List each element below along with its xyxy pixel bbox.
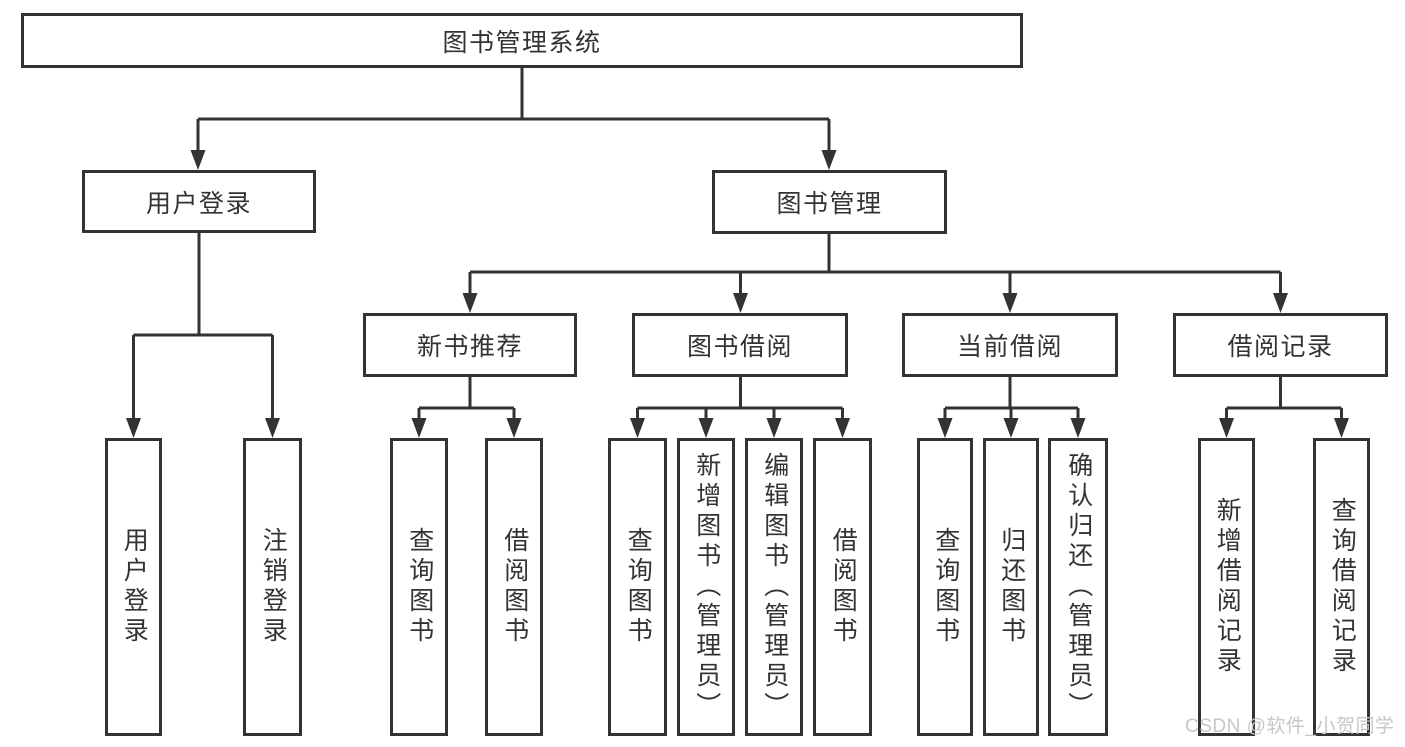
leaf-add-book-admin: 新增图书（管理员）	[677, 438, 735, 736]
node-current-borrow: 当前借阅	[902, 313, 1118, 377]
leaf-borrow-query-book: 查询图书	[608, 438, 667, 736]
node-root: 图书管理系统	[21, 13, 1023, 68]
leaf-user-login-label: 用户登录	[120, 527, 149, 647]
leaf-current-query-book: 查询图书	[917, 438, 973, 736]
leaf-return-book: 归还图书	[983, 438, 1039, 736]
watermark: CSDN @软件_小贺同学	[1185, 716, 1395, 737]
leaf-recommend-query-book: 查询图书	[390, 438, 448, 736]
node-book-management-label: 图书管理	[776, 190, 883, 218]
leaf-query-borrow-record-label: 查询借阅记录	[1328, 497, 1357, 677]
node-book-borrow-label: 图书借阅	[686, 333, 793, 361]
leaf-current-query-book-label: 查询图书	[931, 527, 960, 647]
node-current-borrow-label: 当前借阅	[956, 333, 1063, 361]
leaf-logout: 注销登录	[243, 438, 302, 736]
leaf-edit-book-admin-label: 编辑图书（管理员）	[760, 452, 789, 722]
leaf-add-borrow-record-label: 新增借阅记录	[1213, 497, 1242, 677]
leaf-user-login: 用户登录	[105, 438, 162, 736]
node-book-management: 图书管理	[712, 170, 947, 234]
node-book-borrow: 图书借阅	[632, 313, 848, 377]
leaf-add-book-admin-label: 新增图书（管理员）	[692, 452, 721, 722]
node-user-login: 用户登录	[82, 170, 316, 233]
leaf-return-book-label: 归还图书	[997, 527, 1026, 647]
leaf-edit-book-admin: 编辑图书（管理员）	[745, 438, 803, 736]
node-borrow-records-label: 借阅记录	[1227, 333, 1334, 361]
leaf-borrow-borrow-book: 借阅图书	[813, 438, 872, 736]
leaf-borrow-borrow-book-label: 借阅图书	[829, 527, 858, 647]
leaf-confirm-return-admin: 确认归还（管理员）	[1048, 438, 1108, 736]
node-new-book-recommend-label: 新书推荐	[416, 333, 523, 361]
node-borrow-records: 借阅记录	[1173, 313, 1388, 377]
leaf-confirm-return-admin-label: 确认归还（管理员）	[1064, 452, 1093, 722]
leaf-recommend-borrow-book: 借阅图书	[485, 438, 543, 736]
leaf-borrow-query-book-label: 查询图书	[624, 527, 653, 647]
leaf-recommend-query-book-label: 查询图书	[405, 527, 434, 647]
leaf-recommend-borrow-book-label: 借阅图书	[500, 527, 529, 647]
leaf-logout-label: 注销登录	[259, 527, 288, 647]
node-root-label: 图书管理系统	[442, 28, 602, 57]
node-user-login-label: 用户登录	[145, 189, 252, 218]
node-new-book-recommend: 新书推荐	[363, 313, 577, 377]
arrowheads	[126, 150, 1349, 438]
leaf-add-borrow-record: 新增借阅记录	[1198, 438, 1255, 736]
leaf-query-borrow-record: 查询借阅记录	[1313, 438, 1370, 736]
